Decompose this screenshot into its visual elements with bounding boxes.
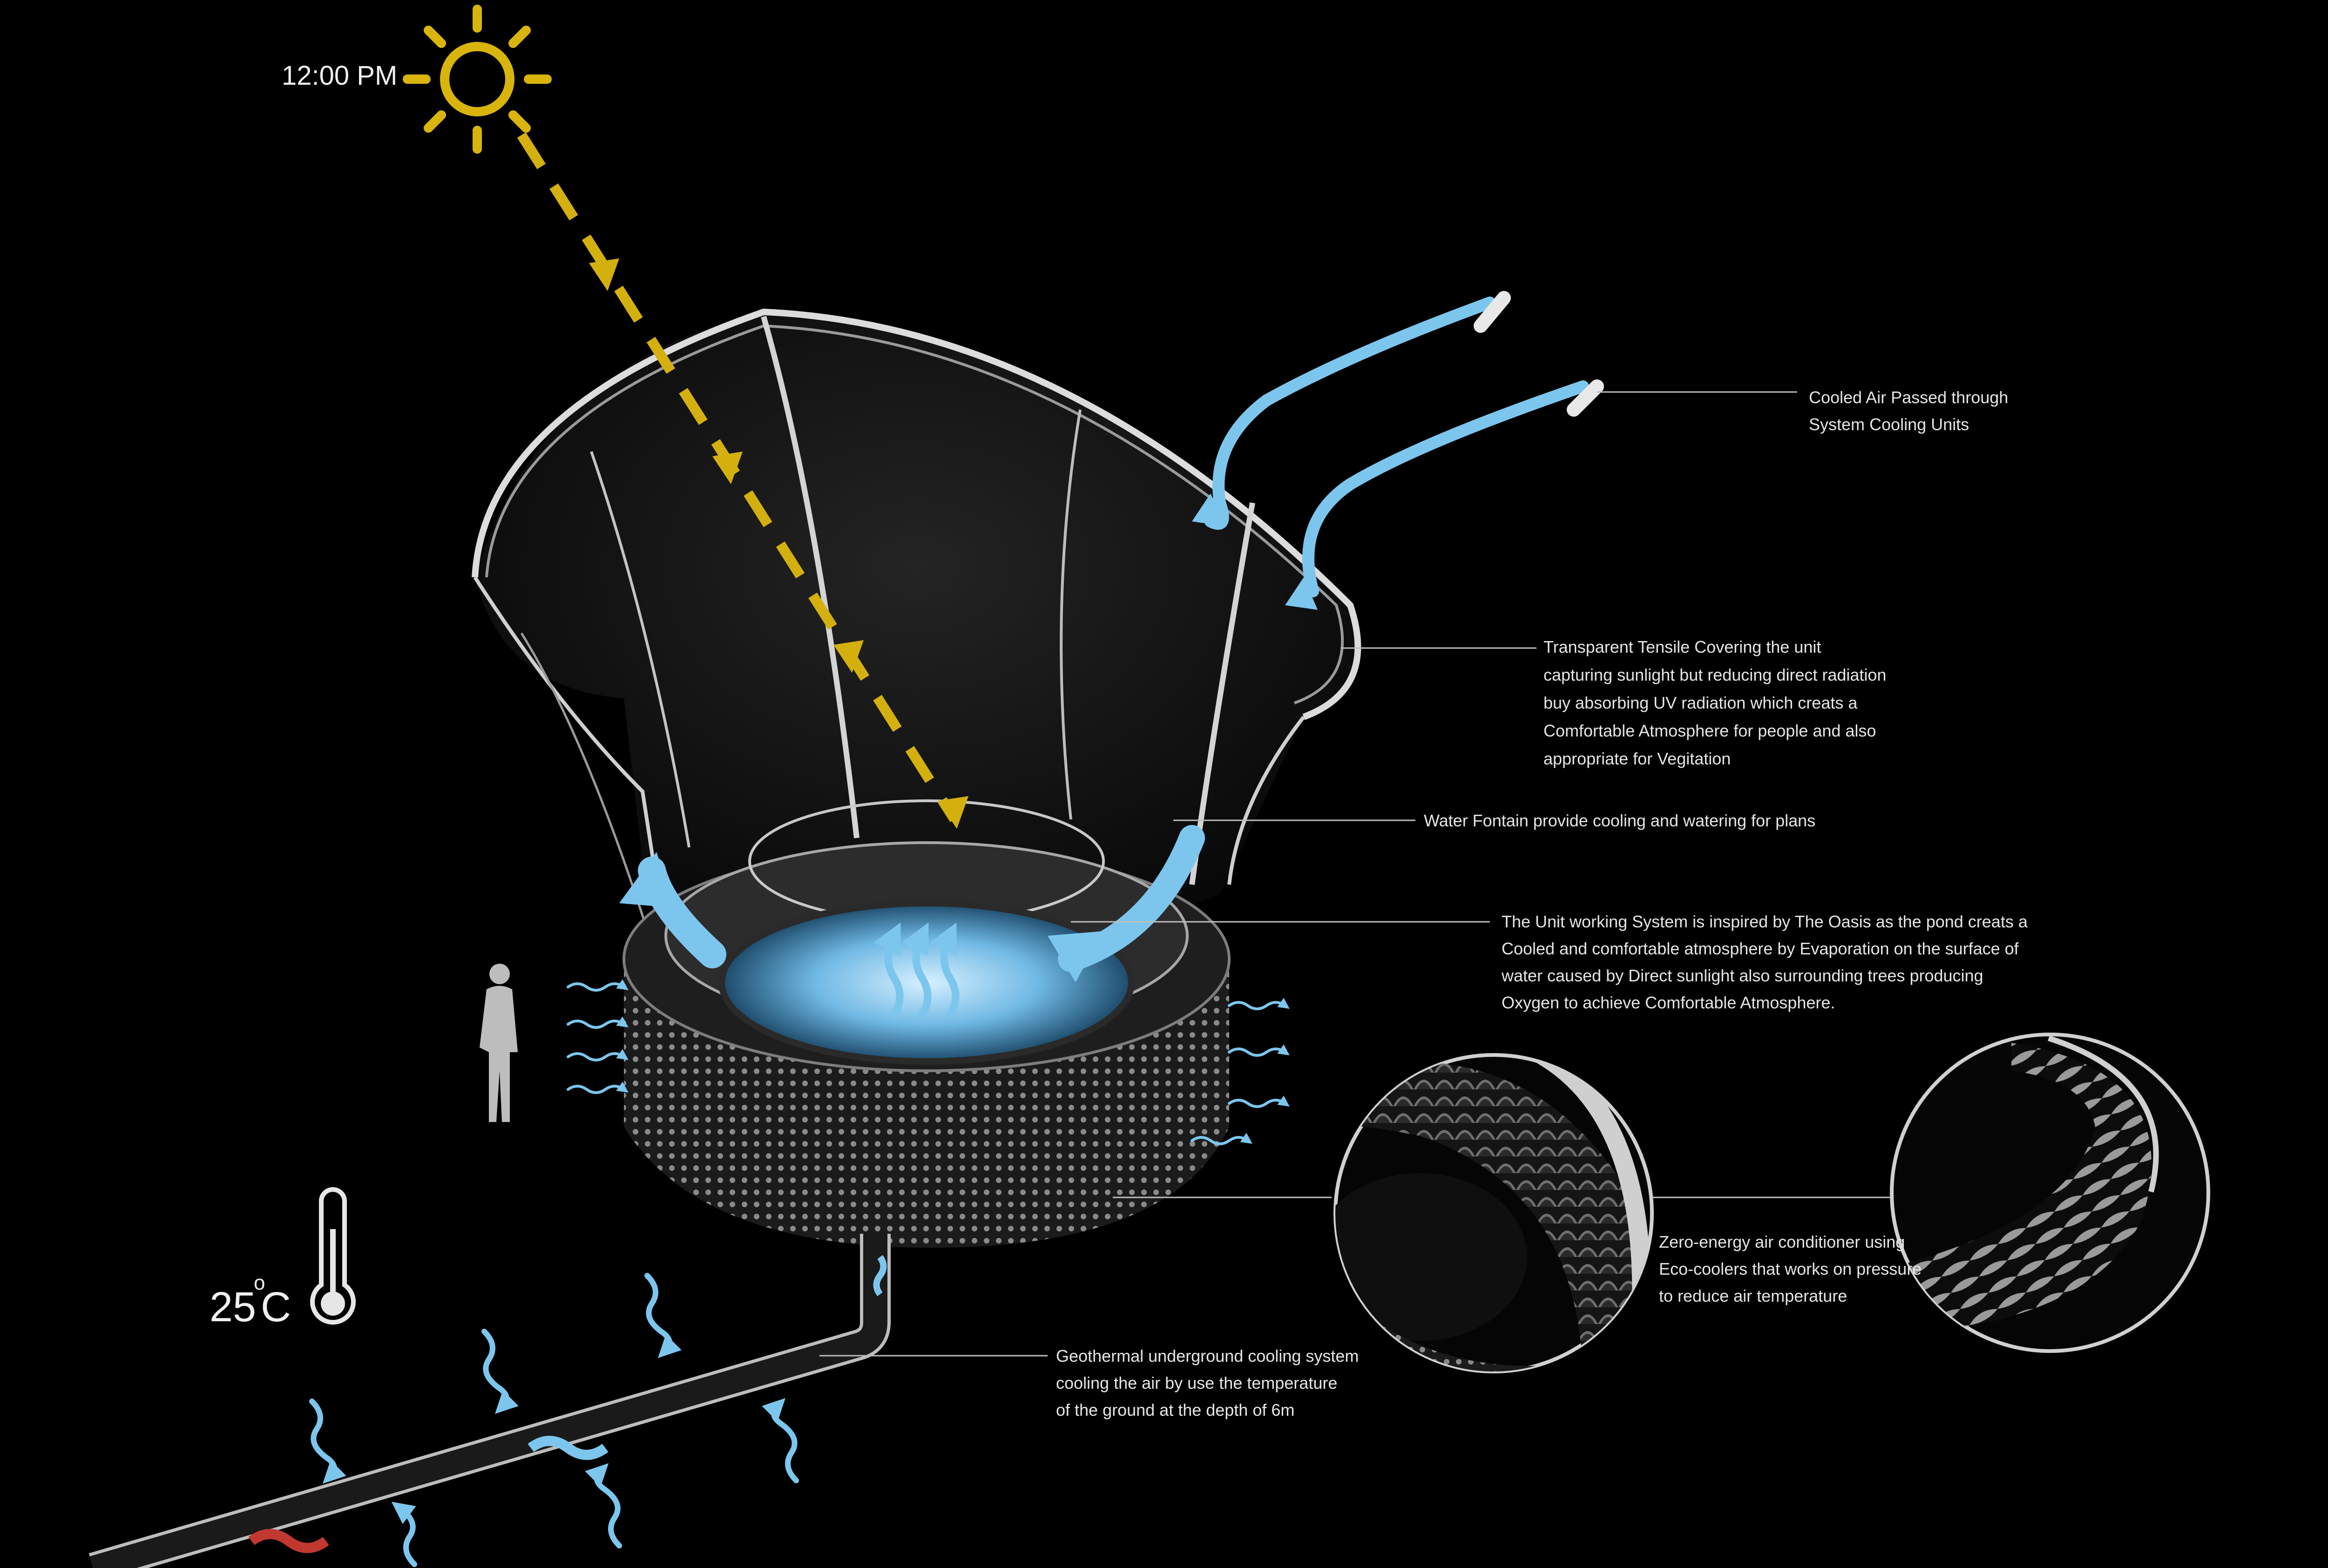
- svg-text:appropriate for Vegitation: appropriate for Vegitation: [1543, 749, 1731, 768]
- svg-text:Cooled and comfortable atmosph: Cooled and comfortable atmosphere by Eva…: [1502, 939, 2019, 958]
- person-silhouette: [480, 964, 518, 1122]
- svg-text:Zero-energy air conditioner us: Zero-energy air conditioner using: [1659, 1232, 1905, 1251]
- callout-water-fountain: Water Fontain provide cooling and wateri…: [1424, 811, 1815, 830]
- temperature-value: 25: [210, 1284, 256, 1331]
- svg-text:capturing sunlight but reducin: capturing sunlight but reducing direct r…: [1543, 665, 1886, 684]
- svg-text:buy absorbing UV radiation whi: buy absorbing UV radiation which creats …: [1543, 693, 1858, 712]
- thermometer-icon: [310, 1187, 356, 1325]
- ground-heat-arrows: [309, 1273, 799, 1567]
- sunlight-ray: [517, 132, 968, 829]
- side-breeze-arrows: [567, 979, 1290, 1145]
- svg-text:Eco-coolers that works on pres: Eco-coolers that works on pressure: [1659, 1259, 1922, 1278]
- svg-text:of the ground at the depth of: of the ground at the depth of 6m: [1056, 1400, 1294, 1419]
- svg-text:Geothermal underground cooling: Geothermal underground cooling system: [1056, 1346, 1359, 1365]
- svg-text:cooling the air by use the tem: cooling the air by use the temperature: [1056, 1373, 1337, 1392]
- cooled-air-arrows: [619, 291, 1604, 982]
- svg-text:Oxygen to achieve Comfortable: Oxygen to achieve Comfortable Atmosphere…: [1502, 993, 1835, 1012]
- svg-text:Transparent Tensile Covering t: Transparent Tensile Covering the unit: [1543, 637, 1821, 656]
- svg-text:Cooled Air Passed through: Cooled Air Passed through: [1809, 388, 2008, 407]
- callout-cooled-air: Cooled Air Passed through System Cooling…: [1809, 388, 2008, 434]
- svg-text:to reduce air temperature: to reduce air temperature: [1659, 1286, 1847, 1305]
- eco-cooler-detail-1: [1333, 1053, 1654, 1373]
- eco-cooler-detail-2: [1890, 1033, 2210, 1353]
- sun-icon: [403, 5, 552, 154]
- svg-text:System Cooling Units: System Cooling Units: [1809, 415, 1969, 434]
- temperature-unit: C: [261, 1284, 291, 1331]
- evaporation-arrows: [874, 922, 960, 1019]
- time-label: 12:00 PM: [282, 61, 397, 91]
- svg-text:Water Fontain provide cooling: Water Fontain provide cooling and wateri…: [1424, 811, 1815, 830]
- callout-eco-cooler: Zero-energy air conditioner using Eco-co…: [1659, 1232, 1922, 1305]
- svg-text:water caused by Direct sunligh: water caused by Direct sunlight also sur…: [1501, 966, 1983, 985]
- callout-tensile-covering: Transparent Tensile Covering the unit ca…: [1543, 637, 1886, 768]
- callout-oasis-system: The Unit working System is inspired by T…: [1501, 912, 2028, 1012]
- temperature-degree: o: [254, 1271, 265, 1294]
- leader-lines: [819, 391, 1890, 1357]
- geothermal-pipe: [88, 1234, 891, 1568]
- svg-text:The Unit working System is ins: The Unit working System is inspired by T…: [1502, 912, 2028, 931]
- callout-geothermal: Geothermal underground cooling system co…: [1056, 1346, 1359, 1419]
- svg-text:Comfortable Atmosphere for peo: Comfortable Atmosphere for people and al…: [1543, 721, 1876, 740]
